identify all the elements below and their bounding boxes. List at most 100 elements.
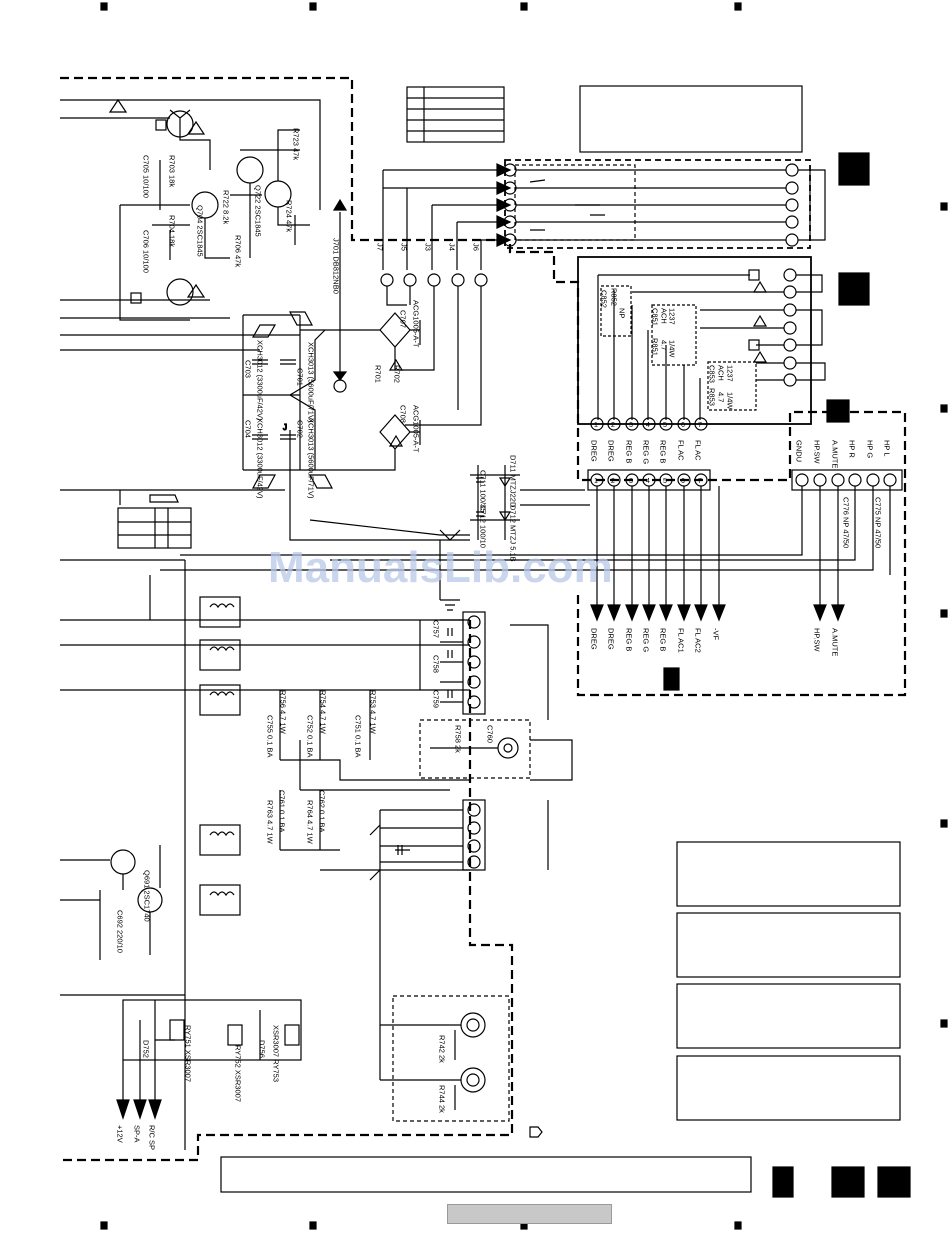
fl-r852: R852: [610, 288, 619, 306]
c703-label: C703: [244, 360, 253, 378]
c776-label: C776 NP 47/50: [842, 497, 851, 548]
amp-r758: R758 2k: [454, 725, 463, 753]
bridge-1-part: ACG1005-A-T: [412, 300, 421, 348]
r724-label: R724 47k: [285, 200, 294, 232]
out-regb-1: REG B: [625, 628, 634, 651]
out-regb-2: REG B: [659, 628, 668, 651]
conn-pin-4: 4: [646, 422, 650, 429]
fl-1237-1: 1237: [668, 308, 677, 325]
rconn-amute: A.MUTE: [831, 440, 840, 468]
fl-r851-val: 4.7: [660, 340, 669, 350]
jack-j5-label: J5: [400, 243, 409, 251]
out-amute: A.MUTE: [831, 628, 840, 656]
c702-label: C702: [296, 420, 305, 438]
amp-r763: R763 4.7 1W: [266, 800, 275, 845]
rconn-gndu: GNDU: [795, 440, 804, 462]
c706-label: C706 10/100: [142, 230, 151, 273]
out-hpsw: HP.SW: [813, 628, 822, 653]
jack-j4-label: J4: [448, 243, 457, 251]
r702-label: R702: [393, 365, 402, 383]
jack-j3-label: J3: [424, 243, 433, 251]
r706-label: R706 47k: [234, 235, 243, 267]
c712-label: C712 100/10: [479, 505, 488, 548]
out-vf: -VF: [712, 628, 721, 641]
fl-r853-val: 4.7: [717, 392, 726, 402]
conn-label-3: REG B: [625, 440, 634, 463]
relay-d756: D756: [258, 1040, 267, 1058]
amp-c755: C755 0.1 BA: [266, 715, 275, 758]
c708-label: C708: [399, 405, 408, 423]
fl-r851: R851: [651, 338, 660, 356]
conn-label-6: FL AC: [677, 440, 686, 461]
out-flac2: FL AC2: [694, 628, 703, 653]
phones-r742: R742 2k: [438, 1035, 447, 1063]
phones-r744: R744 2k: [438, 1085, 447, 1113]
relay-ry751: RY751 XSR3007: [184, 1025, 193, 1082]
watermark: ManualsLib.com: [268, 543, 613, 592]
fl-c853: C853: [708, 365, 717, 383]
out-dreg-2: DREG: [607, 628, 616, 650]
c701-value: XCH3013 (5600uF/71V): [307, 342, 316, 423]
relay-ry753: XSR3007 RY753: [272, 1025, 281, 1082]
r704-label: R704 18k: [168, 215, 177, 247]
conn-pin-5: 5: [663, 422, 667, 429]
jack-j7-label: J7: [376, 243, 385, 251]
fl-np: NP: [618, 308, 627, 318]
fl-ach-1: ACH: [660, 308, 669, 324]
r722-label: R722 8.2k: [222, 190, 231, 224]
relay-ry752: RY752 XSR3007: [234, 1045, 243, 1102]
out-flac1: FL AC1: [677, 628, 686, 653]
bridge-2-part: ACG1005-A-T: [412, 405, 421, 453]
amp-c759: C759: [432, 690, 441, 708]
pin-12v: +12V: [116, 1125, 125, 1143]
conn-pin-2: 2: [611, 422, 615, 429]
d712-label: D712 MTZJ 5.1B: [509, 505, 518, 562]
rconn-hpr: HP R: [848, 440, 857, 458]
page-footer-bar: [447, 1204, 612, 1224]
c705-label: C705 10/100: [142, 155, 151, 198]
rconn-hpl: HP L: [883, 440, 892, 457]
c707-label: C707: [399, 310, 408, 328]
rect-ref-label: J701 DB812NB0: [332, 238, 341, 294]
q722-label: Q722 2SC1845: [254, 185, 263, 237]
svg-text:J: J: [283, 423, 287, 432]
amp-r753: R753 4.7 1W: [369, 690, 378, 735]
amp-c752: C752 0.1 BA: [306, 715, 315, 758]
amp-r764: R764 4.7 1W: [306, 800, 315, 845]
fl-ach-2: ACH: [717, 365, 726, 381]
conn2-pin-3: 3: [629, 478, 633, 485]
conn2-pin-7: 7: [698, 478, 702, 485]
conn-pin-1: 1: [594, 422, 598, 429]
c704-label: C704: [244, 420, 253, 438]
conn-label-2: DREG: [607, 440, 616, 462]
fl-1237-2: 1237: [726, 365, 735, 382]
conn-pin-3: 3: [629, 422, 633, 429]
rconn-hpsw: HP.SW: [813, 440, 822, 465]
conn-pin-6: 6: [681, 422, 685, 429]
c701-label: C701: [296, 368, 305, 386]
c775-label: C775 NP 47/50: [874, 497, 883, 548]
amp-c757: C757: [432, 620, 441, 638]
q704-label: Q704 2SC1845: [196, 205, 205, 257]
fl-r851-w: 1/4W: [668, 340, 677, 358]
conn2-pin-5: 5: [663, 478, 667, 485]
amp-c761: C761 0.1 BA: [278, 790, 287, 833]
c711-label: C711 100/35: [479, 470, 488, 512]
out-dreg-1: DREG: [590, 628, 599, 650]
conn-label-5: REG B: [659, 440, 668, 463]
conn2-pin-1: 1: [594, 478, 598, 485]
amp-r754: R754 4.7 1W: [319, 690, 328, 735]
conn2-pin-2: 2: [611, 478, 615, 485]
c704-value: XCH3012 (3300uF/42V): [256, 418, 265, 499]
c692-label: C692 220/10: [116, 910, 125, 953]
c703-value: XCH3012 (3300uF/42V): [256, 340, 265, 421]
r701-label: R701: [374, 365, 383, 383]
d711-label: D711 MTZJ22D: [509, 455, 518, 508]
r703-label: R703 18k: [168, 155, 177, 187]
amp-c762: C762 0.1 BA: [318, 790, 327, 833]
jack-j6-label: J6: [472, 243, 481, 251]
conn-pin-7: 7: [698, 422, 702, 429]
fl-c851: C851: [651, 308, 660, 326]
conn-label-1: DREG: [590, 440, 599, 462]
